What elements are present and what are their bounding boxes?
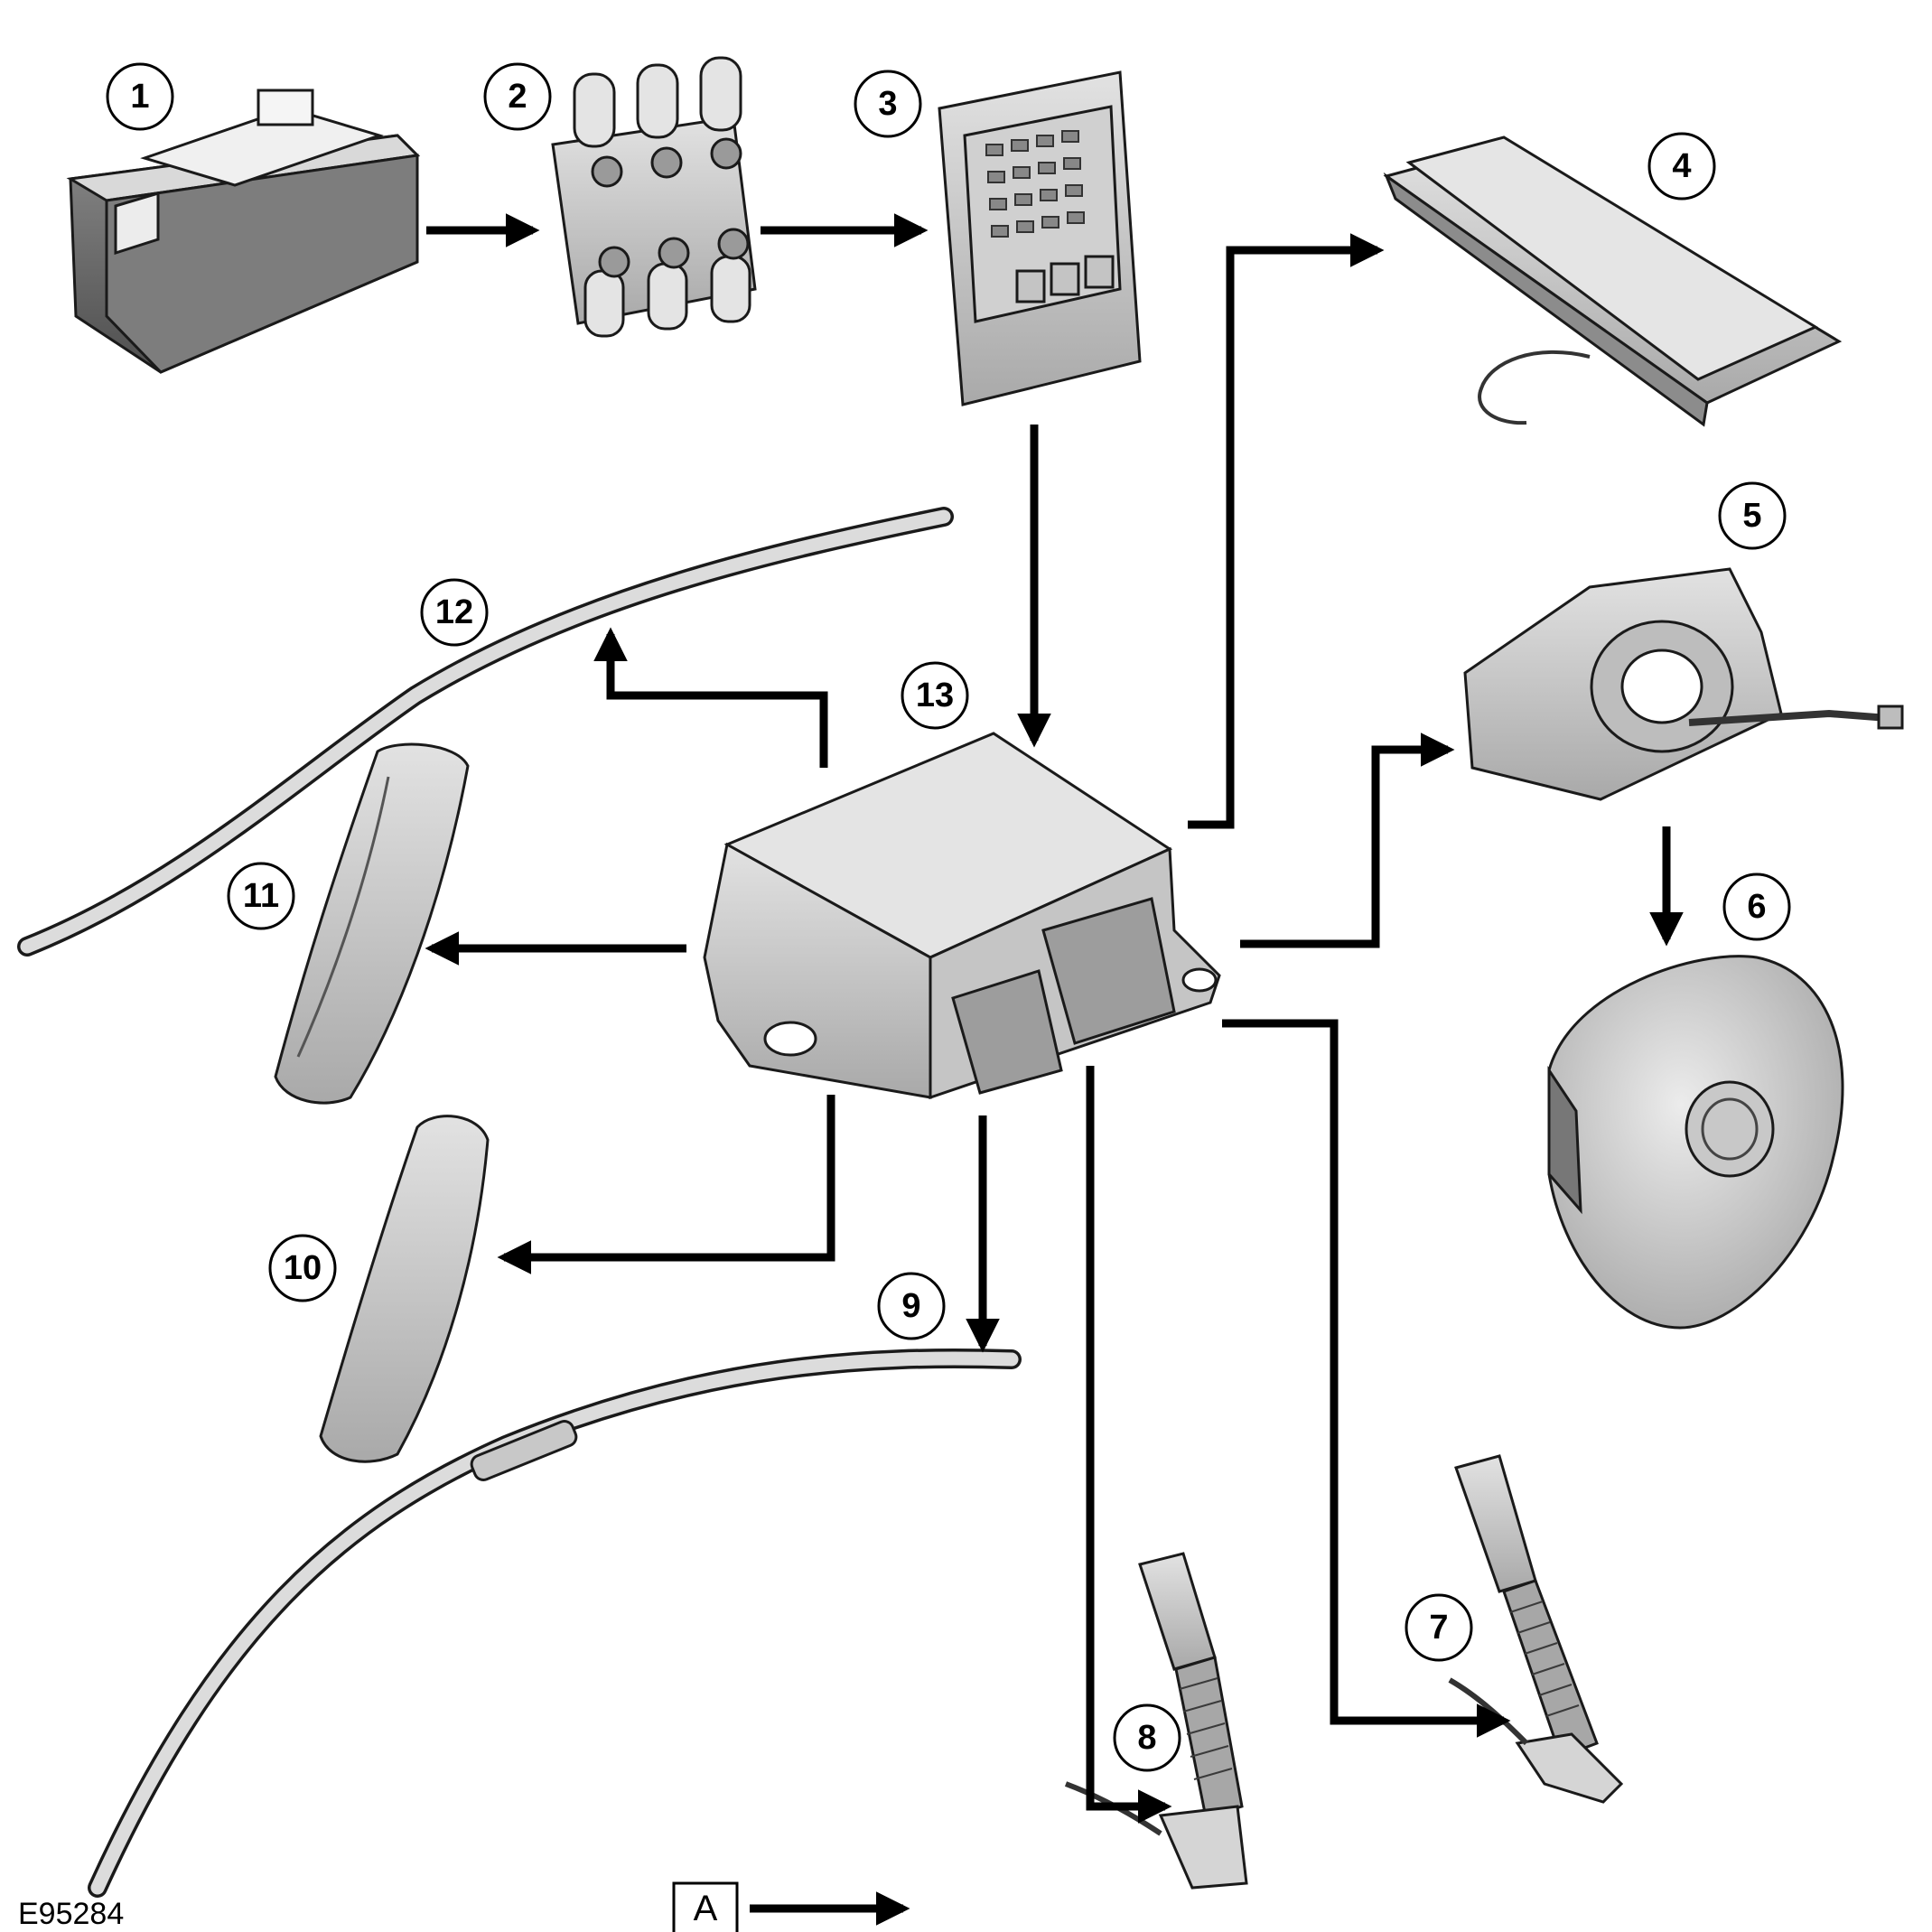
side-airbag-front-illustration (274, 742, 470, 1105)
callout-11-label: 11 (243, 877, 279, 915)
connection-lines (425, 213, 1684, 1824)
callout-8: 8 (1113, 1703, 1181, 1772)
legend-label: A (694, 1889, 718, 1928)
connector-13-to-10 (497, 1095, 835, 1274)
callout-12: 12 (420, 578, 489, 647)
callout-5-label: 5 (1742, 497, 1761, 535)
curtain-airbag-right-illustration (17, 507, 954, 957)
callout-9-label: 9 (901, 1287, 920, 1325)
central-junction-box-illustration (938, 70, 1142, 406)
clockspring-illustration (1463, 567, 1904, 801)
figure-id: E95284 (18, 1897, 124, 1931)
callout-2-label: 2 (508, 78, 527, 116)
callout-1-label: 1 (130, 78, 149, 116)
callout-6-label: 6 (1747, 888, 1766, 926)
callout-6: 6 (1722, 873, 1791, 941)
side-airbag-rear-illustration (319, 1115, 490, 1463)
callout-12-label: 12 (435, 593, 473, 631)
callout-13: 13 (901, 661, 969, 730)
connector-13-to-7 (1222, 1019, 1511, 1738)
connector-13-to-8 (1086, 1066, 1172, 1824)
legend: A (672, 1881, 910, 1932)
driver-airbag-illustration (1547, 955, 1844, 1330)
passenger-airbag-illustration (1383, 135, 1843, 427)
battery-junction-box-illustration (551, 56, 757, 338)
callout-13-label: 13 (916, 677, 954, 714)
callout-4: 4 (1647, 132, 1716, 201)
seatbelt-buckle-left-illustration (1064, 1552, 1248, 1890)
callout-10: 10 (268, 1234, 337, 1302)
legend-box (672, 1881, 739, 1932)
seatbelt-buckle-right-illustration (1448, 1454, 1624, 1804)
callout-7-label: 7 (1429, 1609, 1448, 1647)
callout-9: 9 (877, 1272, 946, 1340)
callout-7: 7 (1405, 1593, 1473, 1662)
callout-8-label: 8 (1137, 1719, 1156, 1757)
connector-13-to-12 (593, 627, 828, 768)
callout-3-label: 3 (878, 85, 897, 123)
callout-4-label: 4 (1672, 147, 1691, 185)
restraints-control-module-illustration (703, 732, 1221, 1100)
callout-11: 11 (227, 862, 295, 930)
callout-5: 5 (1718, 481, 1787, 550)
callout-1: 1 (106, 62, 174, 131)
connector-13-to-5 (1240, 733, 1455, 948)
curtain-airbag-left-illustration (88, 1348, 1022, 1898)
callout-3: 3 (854, 70, 922, 138)
callout-10-label: 10 (284, 1249, 322, 1287)
connector-13-to-4 (1188, 233, 1385, 829)
battery-illustration (66, 89, 421, 374)
callout-2: 2 (483, 62, 552, 131)
